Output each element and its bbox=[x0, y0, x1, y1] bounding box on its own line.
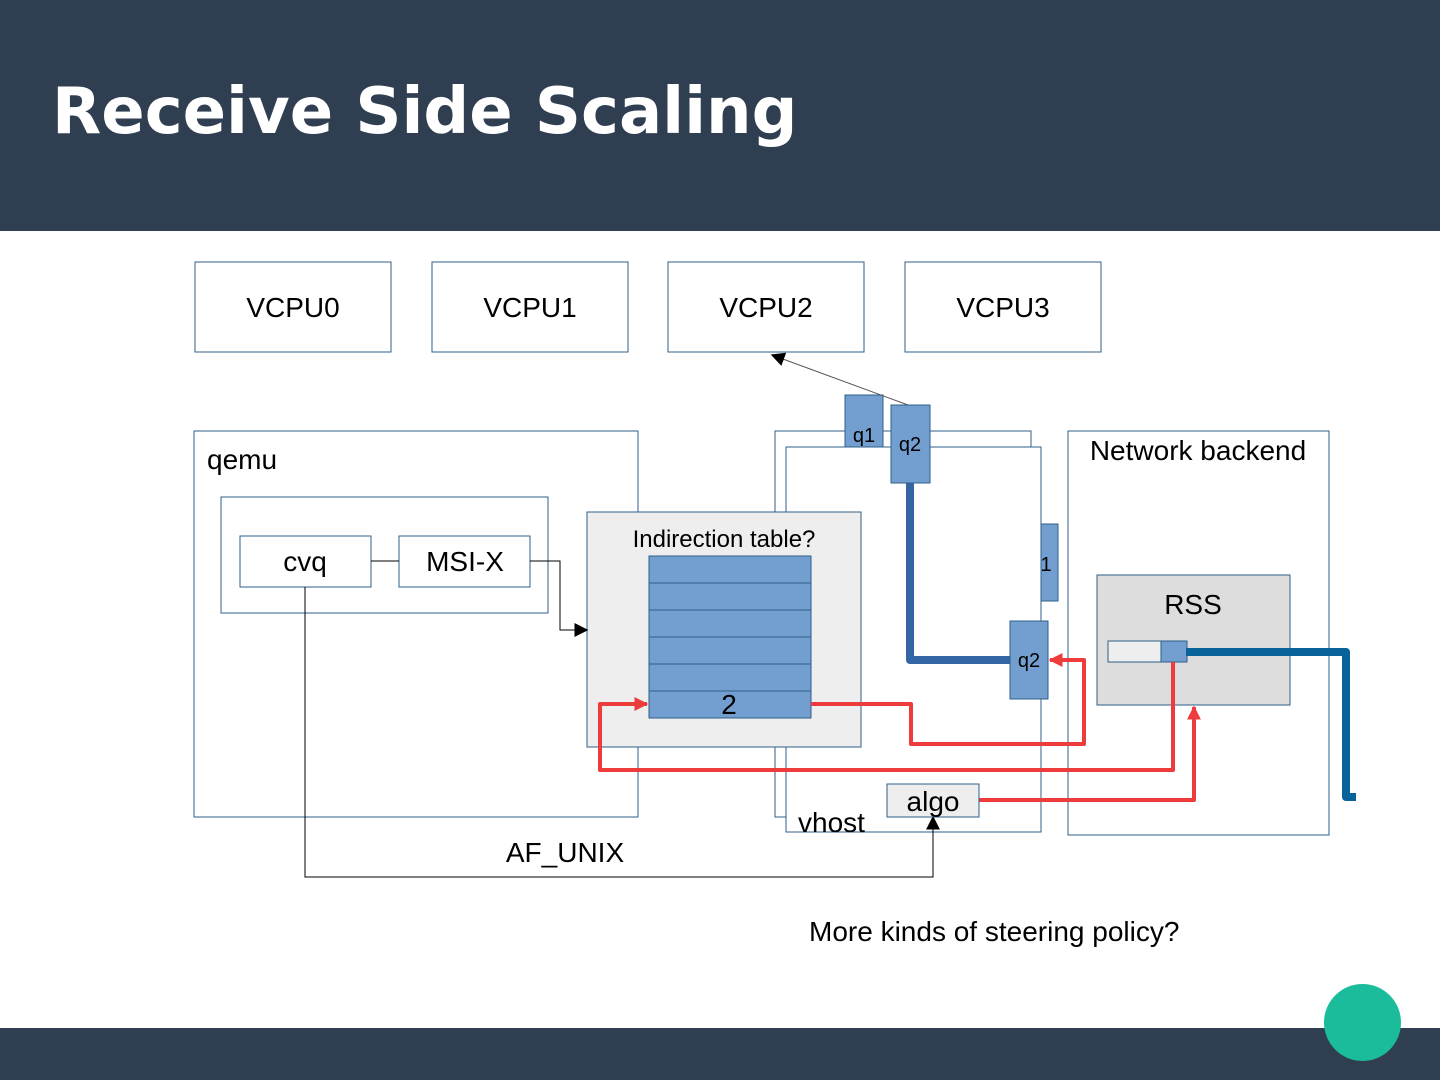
indirection-row bbox=[648, 555, 812, 584]
vcpu-3-label: VCPU3 bbox=[956, 292, 1049, 323]
queue-q2-lower: q2 bbox=[1009, 620, 1049, 700]
slide-caption: More kinds of steering policy? bbox=[809, 916, 1179, 947]
cvq-label: cvq bbox=[283, 546, 327, 577]
vcpu-0-label: VCPU0 bbox=[246, 292, 339, 323]
indirection-row bbox=[648, 636, 812, 665]
indirection-entry-label: 2 bbox=[721, 689, 737, 720]
network-backend-label: Network backend bbox=[1090, 435, 1306, 466]
indirection-row bbox=[648, 582, 812, 611]
vcpu-0-box: VCPU0 bbox=[194, 261, 392, 353]
indirection-row bbox=[648, 690, 812, 719]
qemu-box: qemu bbox=[193, 430, 639, 818]
rss-slot bbox=[1107, 640, 1162, 663]
af-unix-label: AF_UNIX bbox=[506, 837, 625, 868]
indirection-row bbox=[648, 663, 812, 692]
vhost-label: vhost bbox=[798, 807, 865, 838]
queue-q1-label: q1 bbox=[853, 425, 875, 447]
rss-to-table-arrow bbox=[598, 662, 1175, 772]
table-to-queue-arrow bbox=[811, 653, 1086, 746]
algo-box: algo bbox=[886, 783, 980, 818]
vcpu-2-box: VCPU2 bbox=[667, 261, 865, 353]
queue-q2-label: q2 bbox=[899, 434, 921, 456]
vcpu-2-label: VCPU2 bbox=[719, 292, 812, 323]
data-path-guest bbox=[906, 483, 1010, 664]
algo-to-rss-arrow bbox=[979, 705, 1201, 802]
algo-label: algo bbox=[907, 786, 960, 817]
msix-label: MSI-X bbox=[426, 546, 504, 577]
indirection-row bbox=[648, 609, 812, 638]
queue-partial-label: 1 bbox=[1040, 554, 1051, 576]
af-unix-connector bbox=[304, 587, 940, 878]
data-path-backend bbox=[1186, 648, 1356, 801]
slide-title: Receive Side Scaling bbox=[52, 75, 798, 149]
vcpu-3-box: VCPU3 bbox=[904, 261, 1102, 353]
qemu-label: qemu bbox=[207, 444, 277, 475]
rss-selected-slot bbox=[1160, 640, 1188, 663]
vcpu-1-label: VCPU1 bbox=[483, 292, 576, 323]
slide-footer bbox=[0, 1028, 1440, 1080]
msix-to-table-arrow bbox=[530, 560, 589, 637]
indirection-table-label: Indirection table? bbox=[633, 526, 816, 553]
vcpu-1-box: VCPU1 bbox=[431, 261, 629, 353]
queue-q1: q1 bbox=[844, 394, 884, 448]
cvq-box: cvq bbox=[239, 535, 372, 588]
q2-to-vcpu2-arrow bbox=[770, 352, 909, 406]
rss-label: RSS bbox=[1164, 589, 1222, 620]
queue-q2: q2 bbox=[890, 404, 931, 484]
queue-q2-lower-label: q2 bbox=[1018, 650, 1040, 672]
accent-dot bbox=[1324, 984, 1401, 1061]
msix-box: MSI-X bbox=[398, 535, 531, 588]
indirection-table-box: Indirection table? 2 bbox=[586, 511, 862, 748]
rss-box: RSS bbox=[1096, 574, 1291, 706]
slide-header: Receive Side Scaling bbox=[0, 0, 1440, 231]
